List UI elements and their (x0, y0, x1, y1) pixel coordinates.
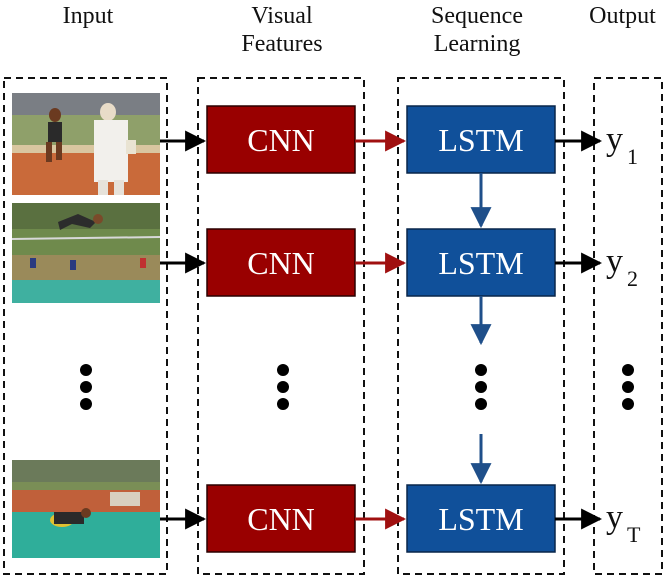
lstm-block-1: LSTM (406, 105, 556, 174)
lstm-ellipsis (475, 364, 487, 410)
cnn-block-2-label: CNN (247, 245, 315, 281)
cnn-block-1: CNN (206, 105, 356, 174)
header-sequence-learning: Sequence Learning (412, 2, 542, 58)
output-column-frame (593, 77, 663, 575)
header-input-text: Input (62, 3, 114, 29)
lstm-block-2: LSTM (406, 228, 556, 297)
cnn-block-2: CNN (206, 228, 356, 297)
header-visual-features: Visual Features (222, 2, 342, 58)
lstm-block-1-label: LSTM (438, 122, 523, 158)
header-output-text: Output (589, 3, 656, 29)
input-frame-3 (12, 460, 160, 558)
output-2-subscript: 2 (627, 266, 638, 291)
output-2-base: y (606, 243, 623, 280)
header-visual-features-line2: Features (241, 31, 323, 57)
visual-features-column-frame (197, 77, 365, 575)
input-frame-1 (12, 93, 160, 195)
output-1-subscript: 1 (627, 144, 638, 169)
sequence-learning-column-frame (397, 77, 565, 575)
header-sequence-learning-line1: Sequence (431, 3, 523, 29)
header-output: Output (578, 2, 667, 30)
output-2: y 2 (606, 243, 638, 291)
input-column-frame (3, 77, 168, 575)
output-3-base: y (606, 499, 623, 536)
input-frame-2 (11, 203, 161, 303)
output-1-base: y (606, 121, 623, 158)
output-ellipsis (622, 364, 634, 410)
header-sequence-learning-line2: Learning (433, 31, 521, 57)
cnn-ellipsis (277, 364, 289, 410)
cnn-block-3-label: CNN (247, 501, 315, 537)
output-1: y 1 (606, 121, 638, 169)
cnn-block-1-label: CNN (247, 122, 315, 158)
output-3: y T (606, 499, 641, 547)
output-3-subscript: T (627, 522, 641, 547)
header-visual-features-line1: Visual (251, 3, 313, 29)
cnn-block-3: CNN (206, 484, 356, 553)
lstm-block-3: LSTM (406, 484, 556, 553)
input-ellipsis (80, 364, 92, 410)
lstm-block-3-label: LSTM (438, 501, 523, 537)
lstm-block-2-label: LSTM (438, 245, 523, 281)
header-input: Input (38, 2, 138, 30)
